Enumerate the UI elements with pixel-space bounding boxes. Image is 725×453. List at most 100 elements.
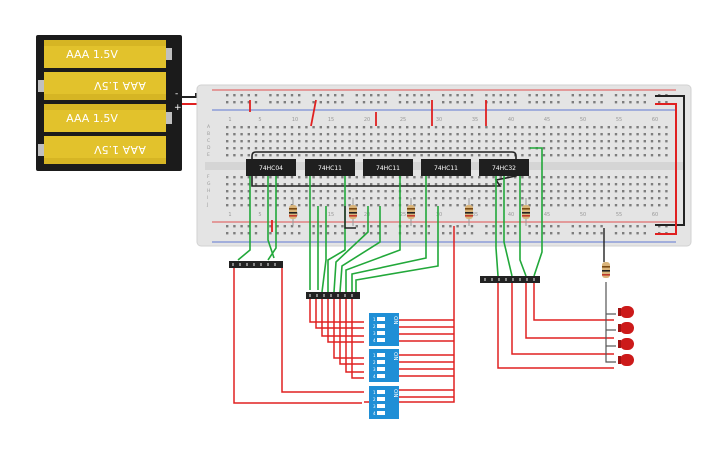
breadboard-hole — [427, 225, 430, 228]
breadboard-hole — [420, 133, 423, 136]
breadboard-hole — [298, 190, 301, 193]
breadboard-hole — [470, 197, 474, 200]
dip-on-label: ON — [392, 316, 398, 324]
breadboard-hole — [442, 183, 445, 186]
breadboard-hole — [506, 232, 510, 235]
power-wire — [233, 268, 362, 404]
breadboard-hole — [463, 147, 466, 150]
dip-switch-3[interactable]: ON 1 2 3 4 — [369, 386, 399, 419]
breadboard-hole — [355, 183, 358, 186]
dip-key-label: 2 — [373, 397, 376, 402]
breadboard-hole — [377, 133, 380, 136]
breadboard-hole — [427, 126, 430, 129]
breadboard-hole — [528, 183, 531, 186]
column-number: 45 — [544, 117, 550, 123]
breadboard-hole — [478, 176, 481, 179]
breadboard-hole — [571, 197, 574, 200]
column-number: 20 — [364, 212, 370, 218]
breadboard-hole — [226, 225, 229, 228]
breadboard-hole — [629, 133, 632, 136]
dip-switch-2[interactable]: ON 1 2 3 4 — [369, 349, 399, 382]
dip-key-label: 2 — [373, 324, 376, 329]
breadboard-hole — [348, 133, 351, 136]
breadboard-hole — [377, 154, 380, 157]
breadboard-hole — [557, 204, 560, 207]
breadboard-hole — [564, 204, 567, 207]
breadboard-hole — [398, 126, 402, 129]
breadboard-hole — [542, 140, 546, 143]
breadboard-hole — [427, 147, 430, 150]
breadboard-hole — [312, 204, 315, 207]
breadboard-hole — [600, 232, 603, 235]
breadboard-hole — [614, 147, 618, 150]
breadboard-hole — [593, 147, 596, 150]
breadboard-hole — [586, 94, 589, 97]
breadboard-hole — [420, 197, 423, 200]
breadboard-hole — [254, 183, 258, 186]
breadboard-hole — [643, 197, 646, 200]
breadboard-hole — [456, 183, 459, 186]
breadboard-hole — [550, 225, 553, 228]
breadboard-hole — [643, 204, 646, 207]
breadboard-hole — [226, 140, 229, 143]
dip-switch-1[interactable]: ON 1 2 3 4 — [369, 313, 399, 346]
breadboard-hole — [233, 190, 236, 193]
dip-on-label: ON — [392, 352, 398, 360]
breadboard-hole — [550, 101, 553, 104]
breadboard-hole — [636, 126, 639, 129]
breadboard-hole — [298, 154, 301, 157]
breadboard-hole — [535, 197, 538, 200]
breadboard-hole — [226, 204, 229, 207]
breadboard-hole — [636, 101, 639, 104]
breadboard-hole — [542, 101, 546, 104]
breadboard-hole — [557, 126, 560, 129]
breadboard-hole — [355, 176, 358, 179]
breadboard-hole — [305, 154, 308, 157]
breadboard-hole — [319, 204, 322, 207]
column-number: 10 — [292, 117, 298, 123]
breadboard-hole — [456, 147, 459, 150]
breadboard-hole — [341, 197, 344, 200]
breadboard-hole — [334, 101, 337, 104]
breadboard-hole — [348, 176, 351, 179]
dip-key-label: 1 — [373, 353, 376, 358]
breadboard-hole — [269, 225, 272, 228]
breadboard-hole — [528, 204, 531, 207]
breadboard-hole — [499, 204, 502, 207]
breadboard-hole — [506, 101, 510, 104]
breadboard-hole — [586, 176, 589, 179]
breadboard-hole — [449, 94, 452, 97]
breadboard-hole — [319, 225, 322, 228]
breadboard-hole — [658, 197, 661, 200]
breadboard-hole — [650, 204, 654, 207]
breadboard-hole — [528, 225, 531, 228]
breadboard-hole — [341, 126, 344, 129]
breadboard-hole — [398, 133, 402, 136]
breadboard-hole — [650, 154, 654, 157]
breadboard-hole — [334, 147, 337, 150]
breadboard-hole — [247, 204, 250, 207]
breadboard-hole — [521, 183, 524, 186]
power-wire — [309, 299, 364, 323]
breadboard-hole — [240, 133, 243, 136]
breadboard-hole — [398, 101, 402, 104]
breadboard-hole — [478, 140, 481, 143]
breadboard-hole — [593, 101, 596, 104]
breadboard-hole — [528, 154, 531, 157]
breadboard-hole — [305, 183, 308, 186]
breadboard-hole — [334, 183, 337, 186]
breadboard-hole — [521, 133, 524, 136]
breadboard-hole — [535, 94, 538, 97]
breadboard-hole — [535, 126, 538, 129]
breadboard-hole — [420, 232, 423, 235]
breadboard-hole — [269, 94, 272, 97]
breadboard-hole — [593, 190, 596, 193]
breadboard-hole — [600, 183, 603, 186]
breadboard-hole — [312, 126, 315, 129]
breadboard-hole — [298, 197, 301, 200]
breadboard-hole — [326, 126, 330, 129]
breadboard-hole — [492, 176, 495, 179]
breadboard-hole — [240, 225, 243, 228]
breadboard-hole — [355, 133, 358, 136]
breadboard-hole — [362, 197, 366, 200]
